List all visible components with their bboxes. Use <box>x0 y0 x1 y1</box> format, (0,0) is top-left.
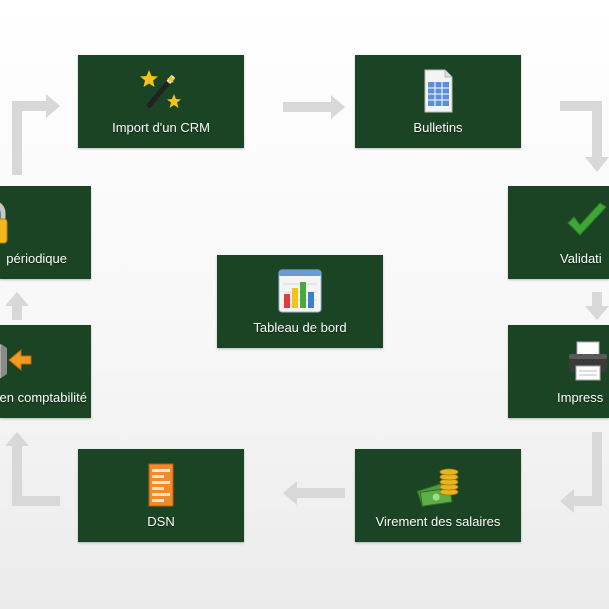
export-arrow-icon <box>0 344 32 379</box>
tile-periodique[interactable]: périodique <box>0 186 91 279</box>
arrow-dsn-to-comptabilite <box>5 432 60 506</box>
tile-tableau-de-bord[interactable]: Tableau de bord <box>217 255 383 348</box>
tile-label: Import d'un CRM <box>112 120 210 135</box>
arrow-bulletins-to-validation <box>560 101 609 172</box>
tile-bulletins[interactable]: Bulletins <box>355 55 521 148</box>
tile-comptabilite[interactable]: en comptabilité <box>0 325 91 418</box>
printer-icon <box>569 341 607 381</box>
tile-dsn[interactable]: DSN <box>78 449 244 542</box>
checkmark-icon <box>567 202 607 236</box>
arrow-comptabilite-to-periodique <box>5 292 29 320</box>
report-document-icon <box>148 463 174 507</box>
magic-wand-stars-icon <box>140 70 181 109</box>
document-grid-icon <box>424 69 453 113</box>
tile-label: en comptabilité <box>0 390 87 405</box>
bar-chart-icon <box>278 269 322 313</box>
money-stack-icon <box>416 468 459 508</box>
arrow-impression-to-virement <box>560 432 602 513</box>
tile-label: périodique <box>6 251 67 266</box>
tile-label: Bulletins <box>413 120 463 135</box>
tile-validation[interactable]: Validati <box>508 186 609 279</box>
arrow-import-to-bulletins <box>283 95 345 119</box>
tile-label: Tableau de bord <box>253 320 347 335</box>
arrow-validation-to-impression <box>585 292 609 320</box>
arrow-virement-to-dsn <box>283 481 345 505</box>
tile-label: Validati <box>560 251 602 266</box>
padlock-icon <box>0 202 8 244</box>
tile-impression[interactable]: Impress <box>508 325 609 418</box>
tile-virement-salaires[interactable]: Virement des salaires <box>355 449 521 542</box>
tile-import-crm[interactable]: Import d'un CRM <box>78 55 244 148</box>
tile-label: DSN <box>147 514 175 529</box>
tile-label: Impress <box>557 390 604 405</box>
tile-label: Virement des salaires <box>375 514 501 529</box>
arrow-periodique-to-import <box>12 94 60 175</box>
